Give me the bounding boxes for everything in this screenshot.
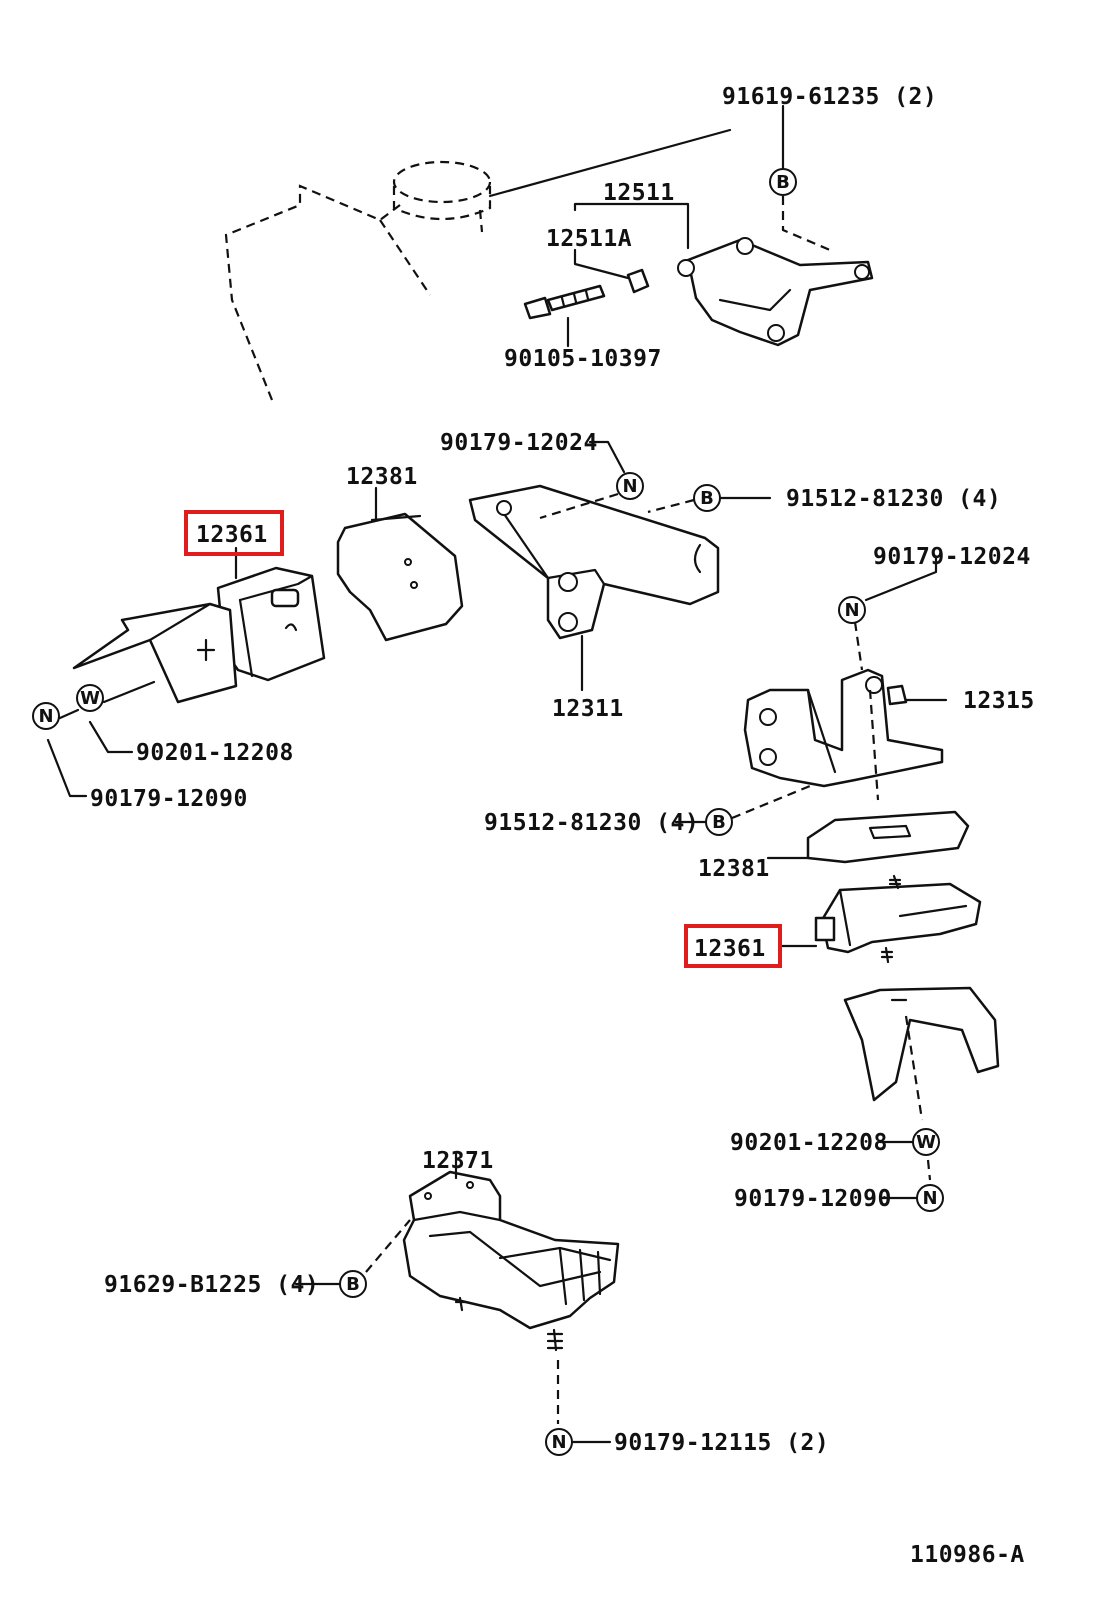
label-90179-12090-right: 90179-12090 bbox=[734, 1186, 892, 1212]
nut-symbol-letter: N bbox=[38, 706, 53, 727]
transmission-mount-12371 bbox=[402, 1170, 620, 1352]
label-91512-81230-top: 91512-81230 (4) bbox=[786, 486, 1001, 512]
bolt-symbol-top-right: B bbox=[769, 168, 797, 196]
engine-mount-12361-right bbox=[814, 874, 982, 964]
label-12311: 12311 bbox=[552, 696, 624, 722]
bolt-symbol-letter: B bbox=[346, 1274, 360, 1295]
insulator-plate-12381-left bbox=[336, 512, 464, 642]
highlight-box-left bbox=[184, 510, 284, 556]
bolt-symbol-top: B bbox=[693, 484, 721, 512]
nut-symbol-right-bottom: N bbox=[916, 1184, 944, 1212]
nut-symbol-letter: N bbox=[551, 1432, 566, 1453]
nut-symbol-top: N bbox=[616, 472, 644, 500]
washer-symbol-letter: W bbox=[916, 1132, 936, 1153]
label-12381-left: 12381 bbox=[346, 464, 418, 490]
label-12361-right: 12361 bbox=[694, 936, 766, 962]
label-90179-12115: 90179-12115 (2) bbox=[614, 1430, 829, 1456]
nut-symbol-left: N bbox=[32, 702, 60, 730]
nut-symbol-right-top: N bbox=[838, 596, 866, 624]
label-12381-right: 12381 bbox=[698, 856, 770, 882]
label-91512-81230-right: 91512-81230 (4) bbox=[484, 810, 699, 836]
washer-symbol-left: W bbox=[76, 684, 104, 712]
highlight-box-right bbox=[684, 924, 782, 968]
label-12315: 12315 bbox=[963, 688, 1035, 714]
nut-symbol-letter: N bbox=[622, 476, 637, 497]
label-90179-12090-left: 90179-12090 bbox=[90, 786, 248, 812]
engine-bracket-12511 bbox=[677, 237, 874, 347]
nut-symbol-bottom: N bbox=[545, 1428, 573, 1456]
label-90201-12208-right: 90201-12208 bbox=[730, 1130, 888, 1156]
label-12511A: 12511A bbox=[546, 226, 632, 252]
nut-symbol-letter: N bbox=[922, 1188, 937, 1209]
label-91619-61235: 91619-61235 (2) bbox=[722, 84, 937, 110]
bolt-symbol-bottom: B bbox=[339, 1270, 367, 1298]
washer-symbol-right: W bbox=[912, 1128, 940, 1156]
label-91629-B1225: 91629-B1225 (4) bbox=[104, 1272, 319, 1298]
label-90179-12024-right: 90179-12024 bbox=[873, 544, 1031, 570]
insulator-plate-12381-right bbox=[806, 810, 970, 864]
engine-outline bbox=[224, 128, 732, 401]
bolt-90105-10397 bbox=[523, 284, 606, 320]
bushing-12511A bbox=[626, 268, 650, 294]
mount-bracket-12315 bbox=[743, 668, 944, 788]
nut-symbol-letter: N bbox=[844, 600, 859, 621]
frame-bracket-right bbox=[843, 986, 1000, 1102]
diagram-code: 110986-A bbox=[910, 1542, 1025, 1568]
bolt-symbol-right: B bbox=[705, 808, 733, 836]
label-90105-10397: 90105-10397 bbox=[504, 346, 662, 372]
engine-mount-12361-left bbox=[216, 566, 326, 682]
label-12361-left: 12361 bbox=[196, 522, 268, 548]
label-12511: 12511 bbox=[603, 180, 675, 206]
mount-bracket-12311 bbox=[468, 484, 720, 640]
bolt-symbol-letter: B bbox=[700, 488, 714, 509]
leader-lines bbox=[46, 104, 948, 1444]
label-90201-12208-left: 90201-12208 bbox=[136, 740, 294, 766]
bolt-symbol-letter: B bbox=[712, 812, 726, 833]
label-90179-12024-top: 90179-12024 bbox=[440, 430, 598, 456]
frame-bracket-left bbox=[72, 602, 238, 704]
washer-symbol-letter: W bbox=[80, 688, 100, 709]
label-12371: 12371 bbox=[422, 1148, 494, 1174]
bolt-symbol-letter: B bbox=[776, 172, 790, 193]
